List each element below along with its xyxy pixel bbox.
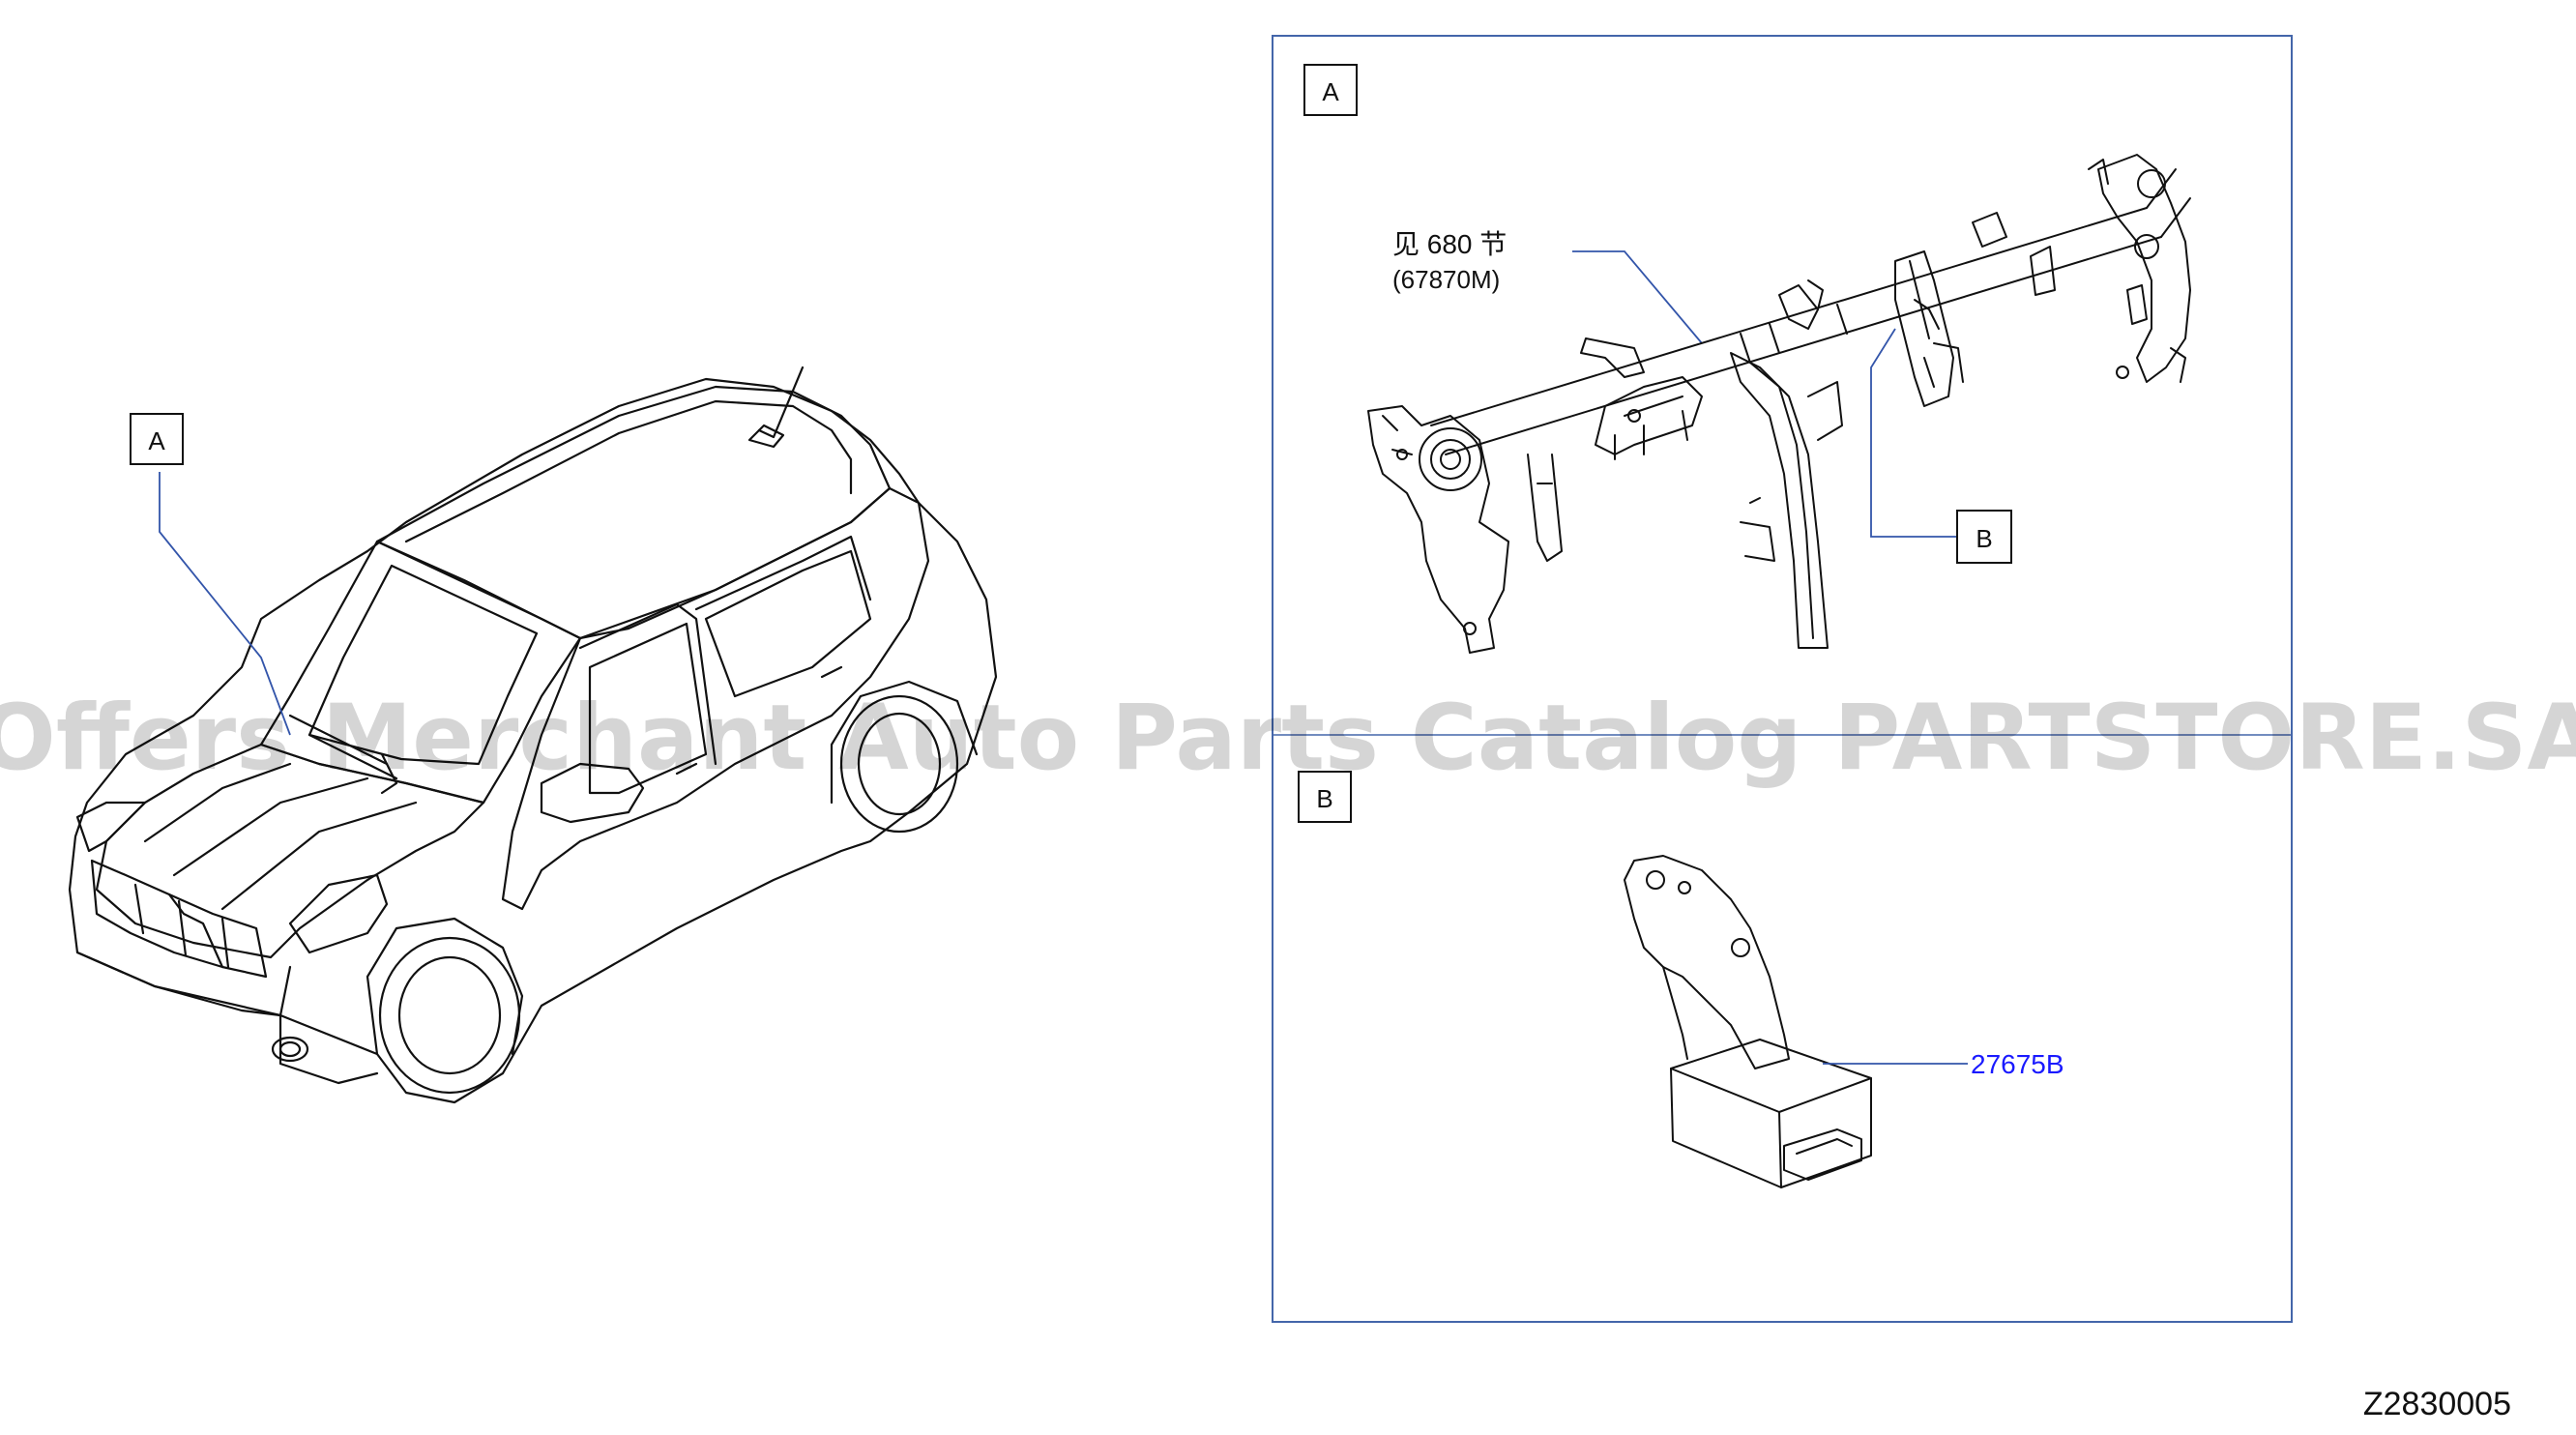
car-callout-label: A	[148, 426, 165, 455]
detail-b-callout-box[interactable]	[1956, 510, 2012, 564]
diagram-id: Z2830005	[2363, 1386, 2511, 1422]
panel-b-callout-box[interactable]	[1298, 771, 1352, 823]
panel-b-callout-label: B	[1316, 784, 1332, 813]
detail-b-leader-line	[1870, 328, 1957, 538]
steering-member-illustration	[1367, 154, 2191, 654]
part-27675b-link[interactable]: 27675B	[1971, 1049, 2064, 1079]
reference-leader-line	[1572, 250, 1703, 344]
watermark-text: Offers Merchant Auto Parts Catalog PARTS…	[0, 686, 2576, 791]
vehicle-illustration	[68, 366, 998, 1104]
reference-section-text: 见 680 节	[1392, 229, 1507, 259]
detail-b-callout-label: B	[1976, 524, 1992, 553]
car-leader-line	[159, 472, 291, 736]
panel-a-callout-label: A	[1322, 77, 1339, 106]
panel-a-callout-box[interactable]	[1303, 64, 1358, 116]
detail-panel-frame	[1272, 35, 2293, 1323]
car-callout-box[interactable]	[130, 413, 184, 465]
control-module-illustration	[1624, 855, 1872, 1188]
reference-part-code: (67870M)	[1392, 265, 1500, 294]
